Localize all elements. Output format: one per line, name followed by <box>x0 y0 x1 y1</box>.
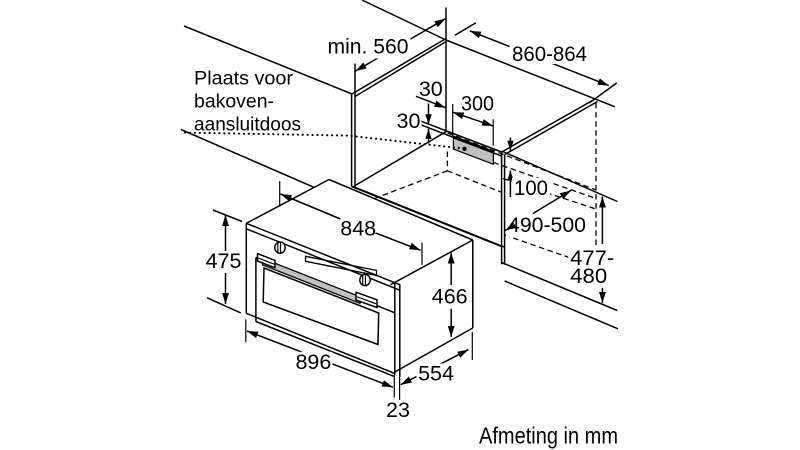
svg-text:aansluitdoos: aansluitdoos <box>194 113 301 135</box>
svg-text:896: 896 <box>295 350 331 374</box>
svg-text:Plaats voor: Plaats voor <box>194 67 293 89</box>
svg-text:480: 480 <box>570 264 607 288</box>
svg-text:466: 466 <box>432 285 468 309</box>
svg-text:min. 560: min. 560 <box>328 35 409 59</box>
svg-text:475: 475 <box>206 249 242 273</box>
svg-text:30: 30 <box>419 77 443 101</box>
svg-text:300: 300 <box>461 92 494 116</box>
svg-text:848: 848 <box>340 216 376 240</box>
svg-text:490-500: 490-500 <box>508 213 586 237</box>
svg-text:Afmeting in mm: Afmeting in mm <box>479 423 618 449</box>
svg-text:30: 30 <box>397 109 421 133</box>
svg-text:23: 23 <box>386 398 410 422</box>
svg-text:bakoven-: bakoven- <box>194 90 274 112</box>
svg-text:100: 100 <box>514 176 548 200</box>
svg-text:860-864: 860-864 <box>512 42 587 66</box>
svg-text:554: 554 <box>418 362 454 386</box>
